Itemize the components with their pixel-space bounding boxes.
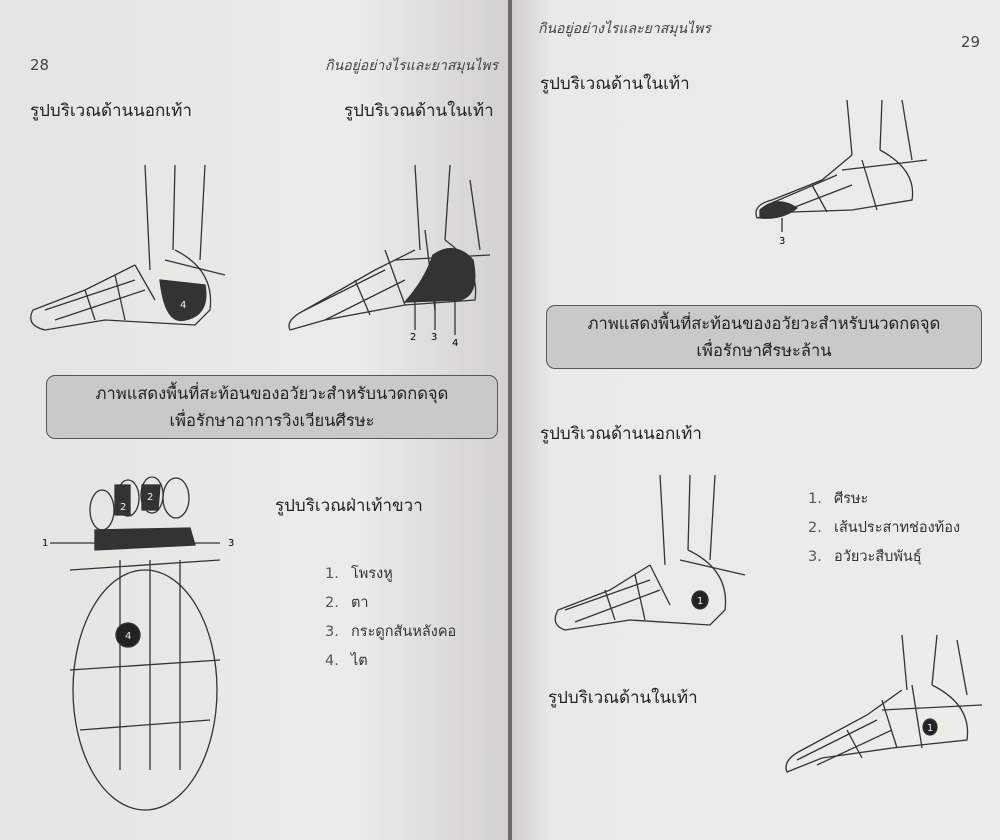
list-item: 3.กระดูกสันหลังคอ — [325, 624, 457, 640]
top-figure-marker: 3 — [779, 236, 785, 247]
caption-line-1: ภาพแสดงพื้นที่สะท้อนของอวัยวะสำหรับนวดกด… — [587, 314, 941, 333]
top-inner-foot-illustration: 3 — [755, 99, 928, 247]
list-item: 1.โพรงหู — [325, 566, 393, 582]
outer-foot-illustration: 1 — [554, 474, 746, 631]
sole-marker-1: 1 — [42, 538, 48, 549]
figure-inner-label: รูปบริเวณด้านในเท้า — [344, 101, 494, 121]
sole-marker-3: 3 — [228, 538, 234, 549]
list-item: 1.ศีรษะ — [808, 491, 869, 507]
inner-marker-2: 2 — [410, 332, 416, 343]
list-item: 4.ไต — [325, 653, 368, 669]
list-item: 2.เส้นประสาทช่องท้อง — [808, 520, 961, 536]
caption-line-1: ภาพแสดงพื้นที่สะท้อนของอวัยวะสำหรับนวดกด… — [95, 384, 449, 403]
sole-marker-4: 4 — [125, 631, 131, 642]
outer-figure-marker: 4 — [180, 300, 186, 311]
caption-box: ภาพแสดงพื้นที่สะท้อนของอวัยวะสำหรับนวดกด… — [546, 305, 982, 369]
reflex-list: 1.ศีรษะ 2.เส้นประสาทช่องท้อง 3.อวัยวะสืบ… — [808, 485, 960, 572]
sole-marker-2a: 2 — [120, 502, 126, 513]
caption-line-2: เพื่อรักษาอาการวิงเวียนศีรษะ — [169, 411, 375, 430]
running-head: กินอยู่อย่างไรและยาสมุนไพร — [325, 58, 498, 74]
sole-label: รูปบริเวณฝ่าเท้าขวา — [275, 496, 423, 516]
bottom-figure-marker: 1 — [927, 723, 933, 734]
sole-illustration: 1 3 2 2 4 — [42, 476, 234, 811]
page-number: 29 — [960, 33, 980, 51]
inner-marker-3: 3 — [431, 332, 437, 343]
list-item: 3.อวัยวะสืบพันธุ์ — [808, 549, 922, 565]
inner-marker-4: 4 — [452, 338, 458, 349]
bottom-inner-foot-illustration: 1 — [785, 634, 983, 773]
page-number: 28 — [30, 56, 50, 74]
figure-outer-label: รูปบริเวณด้านนอกเท้า — [540, 424, 702, 444]
reflex-list: 1.โพรงหู 2.ตา 3.กระดูกสันหลังคอ 4.ไต — [325, 560, 456, 676]
caption-box: ภาพแสดงพื้นที่สะท้อนของอวัยวะสำหรับนวดกด… — [46, 375, 498, 439]
right-page: กินอยู่อย่างไรและยาสมุนไพร 29 รูปบริเวณด… — [512, 0, 1000, 840]
figure-outer-label: รูปบริเวณด้านนอกเท้า — [30, 101, 192, 121]
sole-marker-2b: 2 — [147, 492, 153, 503]
figure-inner-label-top: รูปบริเวณด้านในเท้า — [540, 74, 690, 94]
running-head: กินอยู่อย่างไรและยาสมุนไพร — [538, 21, 711, 37]
figure-inner-label-bottom: รูปบริเวณด้านในเท้า — [548, 688, 698, 708]
outer-foot-illustration: 4 — [30, 164, 226, 331]
inner-foot-illustration: 2 3 4 — [288, 164, 491, 349]
list-item: 2.ตา — [325, 595, 369, 611]
caption-line-2: เพื่อรักษาศีรษะล้าน — [696, 341, 832, 360]
left-page: 28 กินอยู่อย่างไรและยาสมุนไพร รูปบริเวณด… — [0, 0, 508, 840]
outer-figure-marker: 1 — [697, 596, 703, 607]
